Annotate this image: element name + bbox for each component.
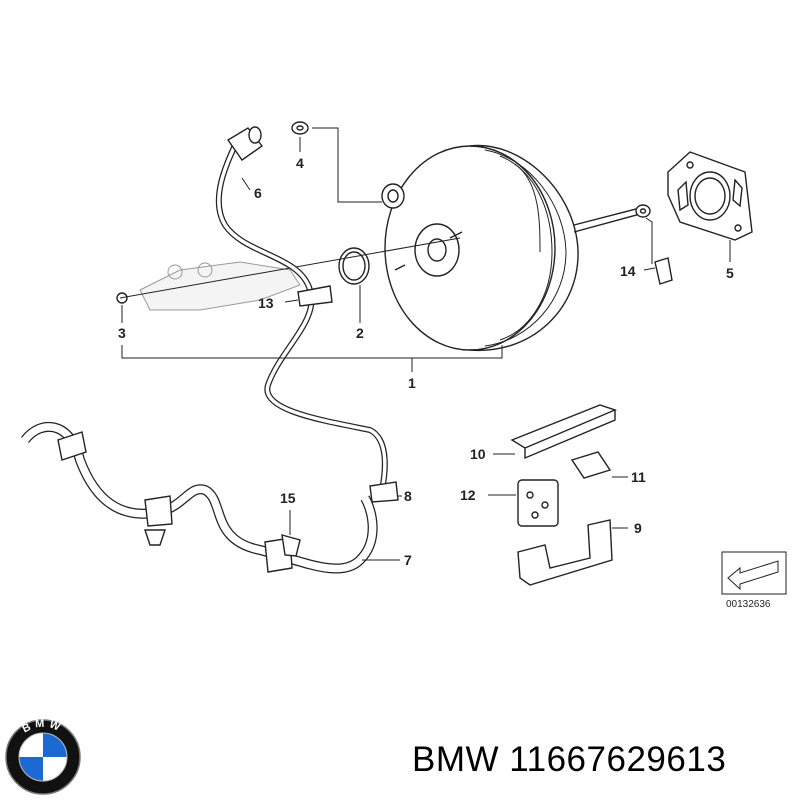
callout-12: 12: [460, 487, 476, 503]
brake-booster: [381, 144, 651, 352]
callout-13: 13: [258, 295, 274, 311]
callout-2: 2: [356, 325, 364, 341]
washer: [291, 121, 309, 135]
o-ring: [338, 247, 370, 285]
callout-1: 1: [408, 375, 416, 391]
callout-5: 5: [726, 265, 734, 281]
part-caption: BMW 11667629613: [412, 740, 727, 779]
retaining-clip: [654, 257, 673, 285]
vacuum-hose-upper: [215, 126, 388, 491]
callout-3: 3: [118, 325, 126, 341]
callout-6: 6: [254, 185, 262, 201]
hose-clamp: [369, 481, 399, 503]
reference-number: 00132636: [726, 599, 771, 610]
callout-14: 14: [620, 263, 636, 279]
callout-9: 9: [634, 520, 642, 536]
callout-11: 11: [631, 469, 646, 485]
callout-15: 15: [280, 490, 296, 506]
gasket-plate: [667, 151, 753, 241]
callout-4: 4: [296, 155, 304, 171]
leader-lines: [121, 127, 731, 561]
nut: [116, 292, 128, 304]
grommet: [297, 285, 333, 307]
callout-7: 7: [404, 552, 412, 568]
callout-10: 10: [470, 446, 486, 462]
bracket-parts: [510, 404, 617, 586]
arrow-icon: [727, 560, 779, 591]
vacuum-hose-lower: [21, 421, 378, 574]
bmw-logo: BMW: [5, 718, 81, 795]
reference-box: 00132636: [721, 551, 787, 610]
callout-8: 8: [404, 488, 412, 504]
